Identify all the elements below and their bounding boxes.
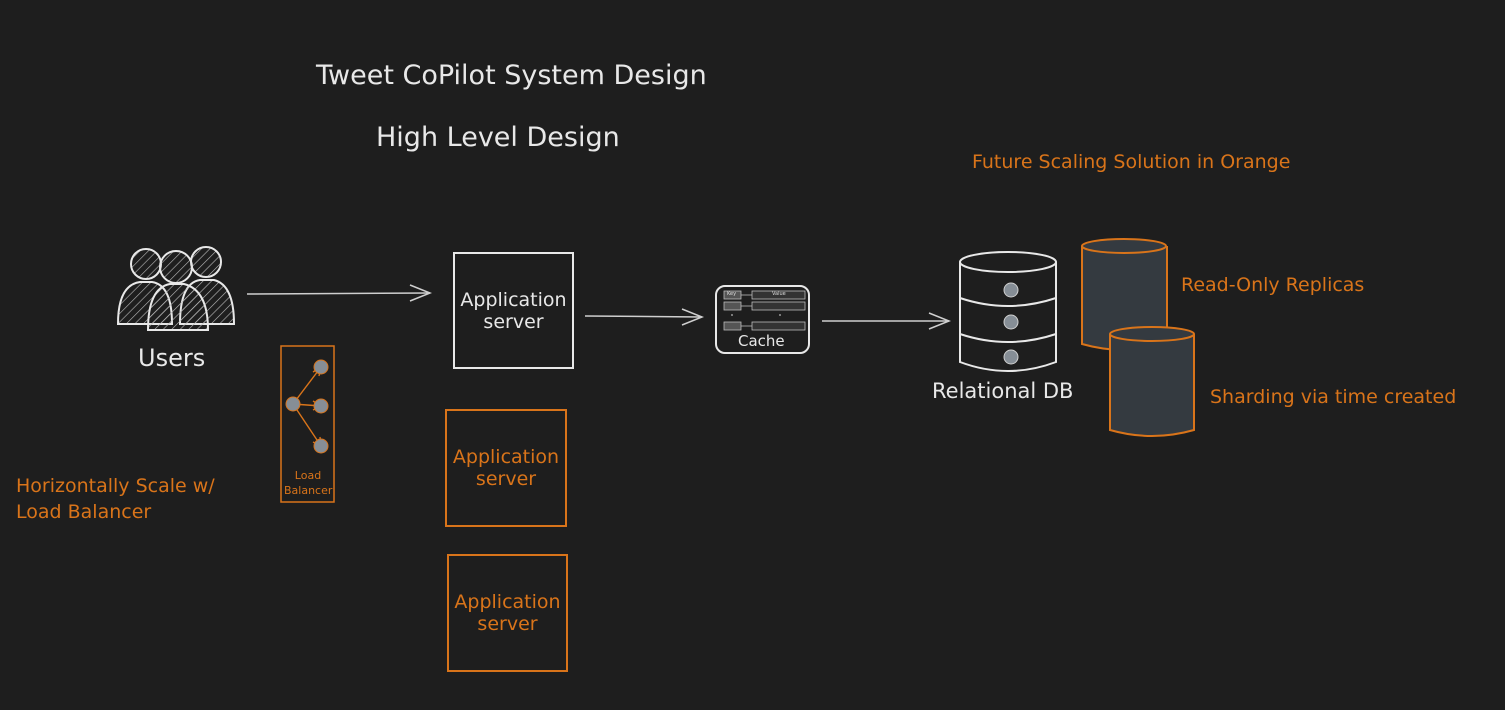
app-server-scaled-2-label: Application server: [454, 591, 561, 635]
app-server-scaled-2: Application server: [447, 554, 568, 672]
arrow-users-to-app: [246, 284, 433, 302]
users-label: Users: [138, 344, 206, 372]
shard-cylinder: [1109, 326, 1195, 437]
cache-icon: [715, 285, 810, 354]
relational-db-label: Relational DB: [932, 379, 1074, 403]
diagram-subtitle: High Level Design: [376, 122, 620, 153]
diagram-title: Tweet CoPilot System Design: [316, 60, 707, 91]
cache-label: Cache: [738, 332, 785, 350]
database-icon: [959, 251, 1057, 372]
load-balancer-label: Load Balancer: [284, 469, 333, 497]
app-server-scaled-1-label: Application server: [452, 446, 560, 490]
horizontal-scale-note-line1: Horizontally Scale w/: [16, 475, 215, 497]
horizontal-scale-note-line2: Load Balancer: [16, 501, 152, 523]
app-server-primary-label: Application server: [460, 288, 567, 333]
load-balancer-icon: [280, 345, 335, 503]
app-server-primary: Application server: [453, 252, 574, 369]
arrow-cache-to-db: [822, 312, 952, 330]
users-icon: [116, 246, 236, 331]
cache-key-label: Key: [727, 291, 737, 297]
future-scaling-note: Future Scaling Solution in Orange: [972, 151, 1291, 173]
sharding-label: Sharding via time created: [1210, 386, 1457, 408]
read-replicas-label: Read-Only Replicas: [1181, 274, 1365, 296]
cache-value-label: Value: [772, 291, 786, 297]
arrow-app-to-cache: [584, 308, 705, 326]
app-server-scaled-1: Application server: [445, 409, 567, 527]
